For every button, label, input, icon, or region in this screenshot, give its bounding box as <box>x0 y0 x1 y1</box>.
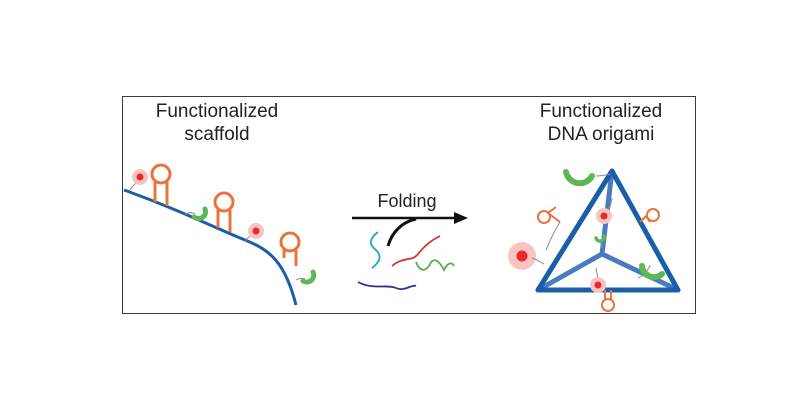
hairpin-2 <box>213 191 235 232</box>
red-fluorophore-1 <box>129 169 148 191</box>
hairpin-1 <box>150 163 172 206</box>
origami-red-fluorophore-2 <box>596 197 613 224</box>
hairpin-3 <box>279 231 301 266</box>
red-fluorophore-2 <box>244 223 264 242</box>
origami-title-line2: DNA origami <box>547 124 655 145</box>
origami-hairpin-3 <box>601 290 615 312</box>
scaffold-strand <box>123 188 298 306</box>
scaffold-title-line2: scaffold <box>184 124 250 145</box>
green-binder-1 <box>184 206 208 222</box>
scaffold-title-line1: Functionalized <box>155 101 279 122</box>
staple-navy <box>357 281 417 290</box>
origami-title: Functionalized DNA origami <box>506 100 696 146</box>
origami-hairpin-2 <box>639 208 660 223</box>
origami-green-binder-1 <box>563 169 612 187</box>
folding-arrow <box>352 212 468 247</box>
scaffold-group <box>123 163 317 306</box>
scaffold-title: Functionalized scaffold <box>132 100 302 146</box>
origami-green-binder-3 <box>637 263 665 281</box>
staple-red <box>391 235 441 267</box>
origami-green-binder-2 <box>594 234 606 249</box>
staple-cyan <box>370 231 381 269</box>
folding-label: Folding <box>377 191 437 211</box>
origami-tetrahedron <box>535 168 681 293</box>
origami-red-fluorophore-1 <box>508 221 561 270</box>
origami-hairpin-1 <box>537 206 561 224</box>
staple-strands <box>357 231 455 290</box>
origami-red-fluorophore-3 <box>590 267 606 293</box>
origami-decorations <box>508 169 665 312</box>
staple-green <box>415 259 455 273</box>
green-binder-2 <box>295 269 317 285</box>
origami-title-line1: Functionalized <box>539 101 663 122</box>
